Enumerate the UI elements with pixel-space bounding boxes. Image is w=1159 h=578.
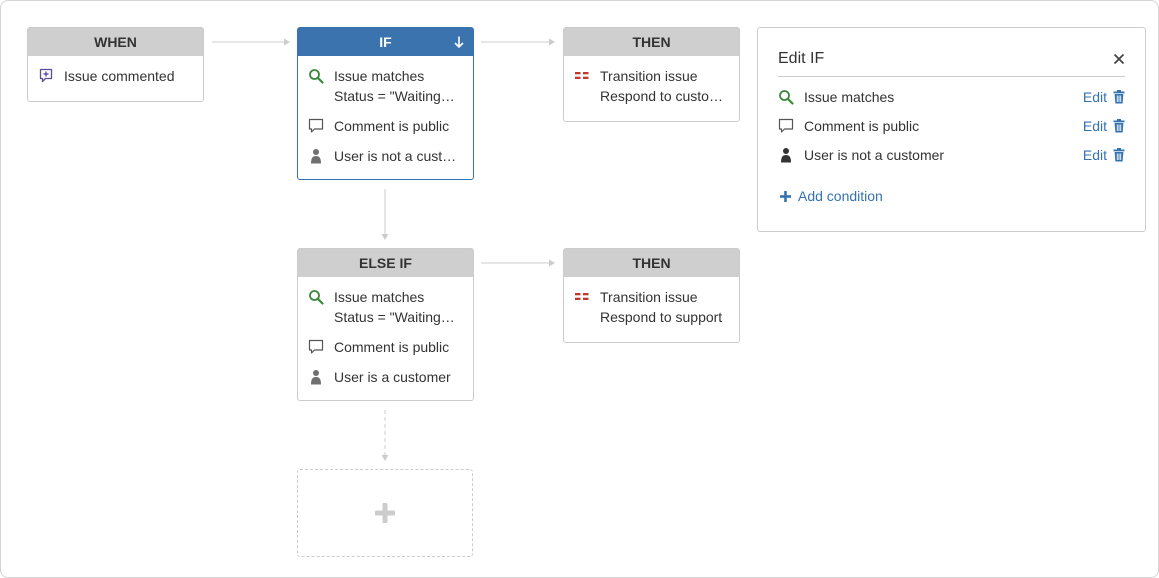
panel-condition-label: User is not a customer (804, 147, 945, 163)
elseif-condition-user: User is a customer (308, 367, 463, 387)
then-action-detail: Respond to custo… (600, 88, 723, 104)
if-condition-detail: Status = "Waiting… (334, 88, 455, 104)
then-header: THEN (564, 249, 739, 277)
search-icon (309, 290, 324, 305)
panel-title: Edit IF (778, 50, 825, 67)
if-condition-issue-matches: Issue matches Status = "Waiting… (308, 66, 463, 106)
if-header: IF (298, 28, 473, 56)
search-icon (779, 90, 794, 105)
if-condition-comment-public: Comment is public (308, 116, 463, 136)
then-action-label: Transition issue (600, 68, 698, 84)
speech-bubble-icon (308, 339, 324, 354)
trash-icon[interactable] (1113, 90, 1125, 104)
elseif-condition-label: Issue matches (334, 289, 425, 305)
connector-if-then (481, 38, 555, 46)
connector-if-elseif (381, 189, 389, 240)
elseif-condition-detail: Status = "Waiting… (334, 309, 455, 325)
when-trigger-label: Issue commented (64, 68, 175, 84)
then-card-1[interactable]: THEN Transition issue Respond to custo… (563, 27, 740, 122)
if-condition-user: User is not a cust… (308, 146, 463, 166)
then-action-row: Transition issue Respond to support (574, 287, 729, 327)
then-action-label: Transition issue (600, 289, 698, 305)
search-icon (309, 69, 324, 84)
plus-icon (375, 503, 395, 523)
panel-condition-label: Issue matches (804, 89, 895, 105)
elseif-condition-issue-matches: Issue matches Status = "Waiting… (308, 287, 463, 327)
edit-link[interactable]: Edit (1082, 147, 1107, 163)
elseif-header: ELSE IF (298, 249, 473, 277)
elseif-card[interactable]: ELSE IF Issue matches Status = "Waiting…… (297, 248, 474, 401)
comment-plus-icon (39, 68, 53, 83)
speech-bubble-icon (778, 118, 794, 133)
panel-condition-issue-matches: Issue matches Edit (778, 87, 1125, 107)
when-trigger-row: Issue commented (38, 66, 193, 86)
plus-icon (780, 190, 791, 202)
user-icon (781, 148, 791, 163)
elseif-condition-comment-public: Comment is public (308, 337, 463, 357)
if-header-label: IF (379, 34, 392, 50)
panel-condition-comment-public: Comment is public Edit (778, 116, 1125, 136)
connector-elseif-then (481, 259, 555, 267)
when-header: WHEN (28, 28, 203, 56)
if-condition-label: User is not a cust… (334, 148, 457, 164)
edit-link[interactable]: Edit (1082, 118, 1107, 134)
add-condition-label: Add condition (798, 188, 883, 204)
then-card-2[interactable]: THEN Transition issue Respond to support (563, 248, 740, 343)
elseif-condition-label: Comment is public (334, 339, 450, 355)
transition-icon (575, 293, 589, 300)
arrow-down-icon[interactable] (453, 35, 465, 49)
panel-condition-label: Comment is public (804, 118, 920, 134)
add-condition-button[interactable]: Add condition (780, 188, 883, 204)
user-icon (311, 370, 321, 385)
edit-if-panel: Edit IF Issue matches Edit Comment is pu… (757, 27, 1146, 232)
if-condition-label: Comment is public (334, 118, 450, 134)
then-header: THEN (564, 28, 739, 56)
close-icon[interactable] (1112, 52, 1126, 66)
then-action-detail: Respond to support (600, 309, 723, 325)
then-action-row: Transition issue Respond to custo… (574, 66, 729, 106)
connector-elseif-add (381, 410, 389, 461)
user-icon (311, 149, 321, 164)
transition-icon (575, 72, 589, 79)
edit-link[interactable]: Edit (1082, 89, 1107, 105)
connector-when-if (212, 38, 290, 46)
when-card[interactable]: WHEN Issue commented (27, 27, 204, 102)
if-card[interactable]: IF Issue matches Status = "Waiting… Comm… (297, 27, 474, 180)
elseif-condition-label: User is a customer (334, 369, 451, 385)
panel-condition-user: User is not a customer Edit (778, 145, 1125, 165)
trash-icon[interactable] (1113, 148, 1125, 162)
trash-icon[interactable] (1113, 119, 1125, 133)
panel-divider (778, 76, 1125, 77)
add-block-button[interactable] (297, 469, 473, 557)
speech-bubble-icon (308, 118, 324, 133)
if-condition-label: Issue matches (334, 68, 425, 84)
